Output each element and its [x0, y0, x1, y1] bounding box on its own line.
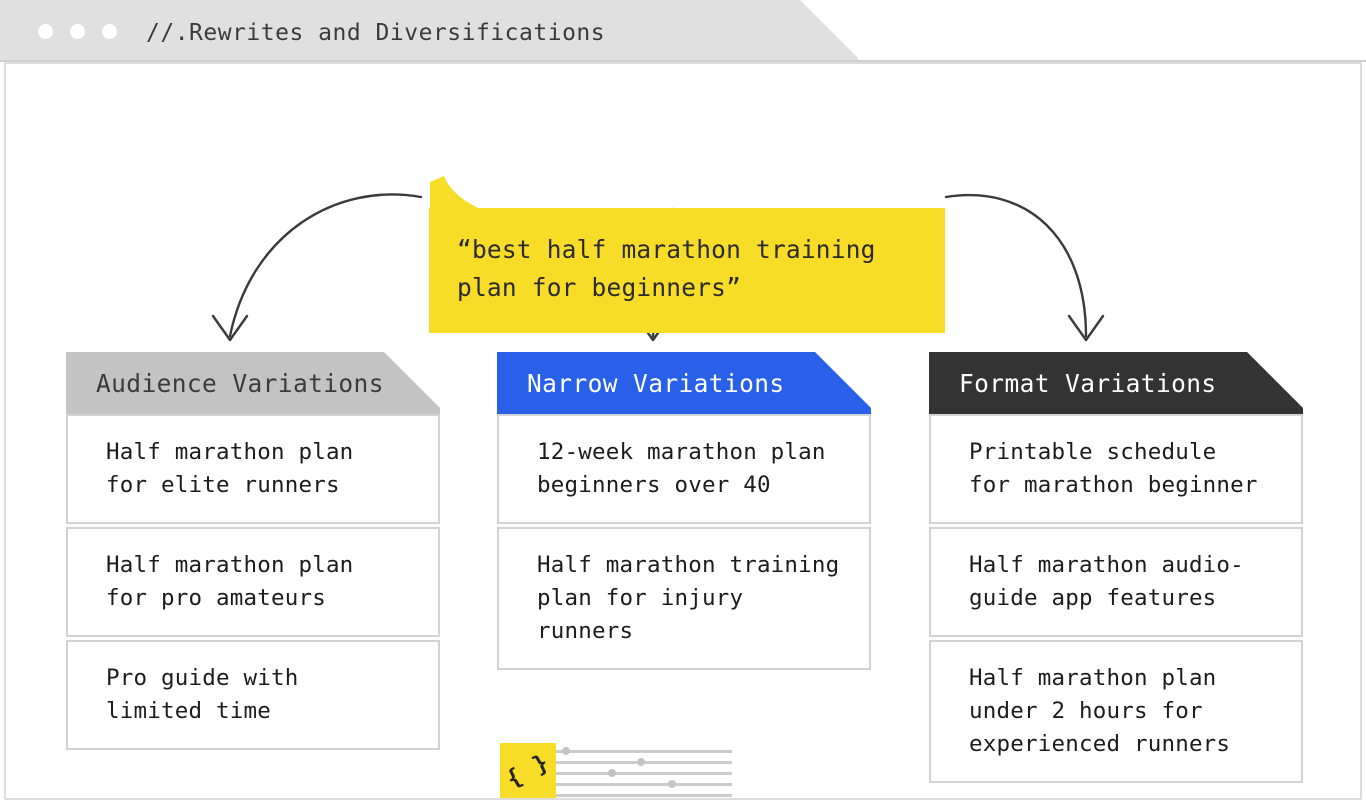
card-text: Half marathon plan under 2 hours for exp… [969, 665, 1231, 757]
card-text: Half marathon plan for pro amateurs [106, 552, 354, 611]
card-list-audience: Half marathon plan for elite runners Hal… [66, 414, 440, 750]
column-header-label: Format Variations [959, 368, 1217, 398]
card-text: 12-week marathon plan beginners over 40 [537, 439, 826, 498]
curly-braces-glyph: { } [501, 748, 554, 793]
card-list-narrow: 12-week marathon plan beginners over 40 … [497, 414, 871, 670]
list-item[interactable]: 12-week marathon plan beginners over 40 [497, 414, 871, 524]
snippet-line [556, 750, 732, 753]
column-format: Format Variations Printable schedule for… [929, 352, 1303, 783]
snippet-dot [668, 780, 676, 788]
column-audience: Audience Variations Half marathon plan f… [66, 352, 440, 750]
titlebar-divider [0, 60, 1366, 62]
list-item[interactable]: Half marathon plan for elite runners [66, 414, 440, 524]
card-text: Half marathon plan for elite runners [106, 439, 354, 498]
callout-tail-icon [430, 176, 500, 218]
diagram-canvas: “best half marathon training plan for be… [4, 62, 1362, 800]
card-text: Half marathon audio- guide app features [969, 552, 1244, 611]
column-narrow: Narrow Variations 12-week marathon plan … [497, 352, 871, 670]
column-header-narrow[interactable]: Narrow Variations [497, 352, 871, 414]
card-list-format: Printable schedule for marathon beginner… [929, 414, 1303, 783]
card-text: Pro guide with limited time [106, 665, 299, 724]
arrow-to-audience [211, 193, 423, 342]
snippet-line [556, 794, 732, 797]
column-header-audience[interactable]: Audience Variations [66, 352, 440, 414]
window-title: //.Rewrites and Diversifications [146, 20, 606, 46]
minimize-dot-icon[interactable] [70, 24, 85, 39]
query-text: “best half marathon training plan for be… [457, 235, 876, 302]
list-item[interactable]: Half marathon training plan for injury r… [497, 527, 871, 670]
close-dot-icon[interactable] [38, 24, 53, 39]
window-titlebar [0, 0, 858, 62]
column-header-label: Narrow Variations [527, 368, 785, 398]
curly-braces-icon: { } [500, 743, 556, 798]
column-header-label: Audience Variations [96, 368, 384, 398]
arrow-to-format [944, 193, 1105, 342]
card-text: Printable schedule for marathon beginner [969, 439, 1258, 498]
snippet-dot [562, 747, 570, 755]
snippet-line [556, 783, 732, 786]
query-callout: “best half marathon training plan for be… [429, 208, 945, 333]
card-text: Half marathon training plan for injury r… [537, 552, 840, 644]
list-item[interactable]: Half marathon plan for pro amateurs [66, 527, 440, 637]
snippet-line [556, 772, 732, 775]
snippet-decoration: { } [500, 743, 732, 798]
list-item[interactable]: Pro guide with limited time [66, 640, 440, 750]
list-item[interactable]: Printable schedule for marathon beginner [929, 414, 1303, 524]
maximize-dot-icon[interactable] [102, 24, 117, 39]
snippet-dot [637, 758, 645, 766]
snippet-dot [608, 769, 616, 777]
column-header-format[interactable]: Format Variations [929, 352, 1303, 414]
list-item[interactable]: Half marathon audio- guide app features [929, 527, 1303, 637]
list-item[interactable]: Half marathon plan under 2 hours for exp… [929, 640, 1303, 783]
